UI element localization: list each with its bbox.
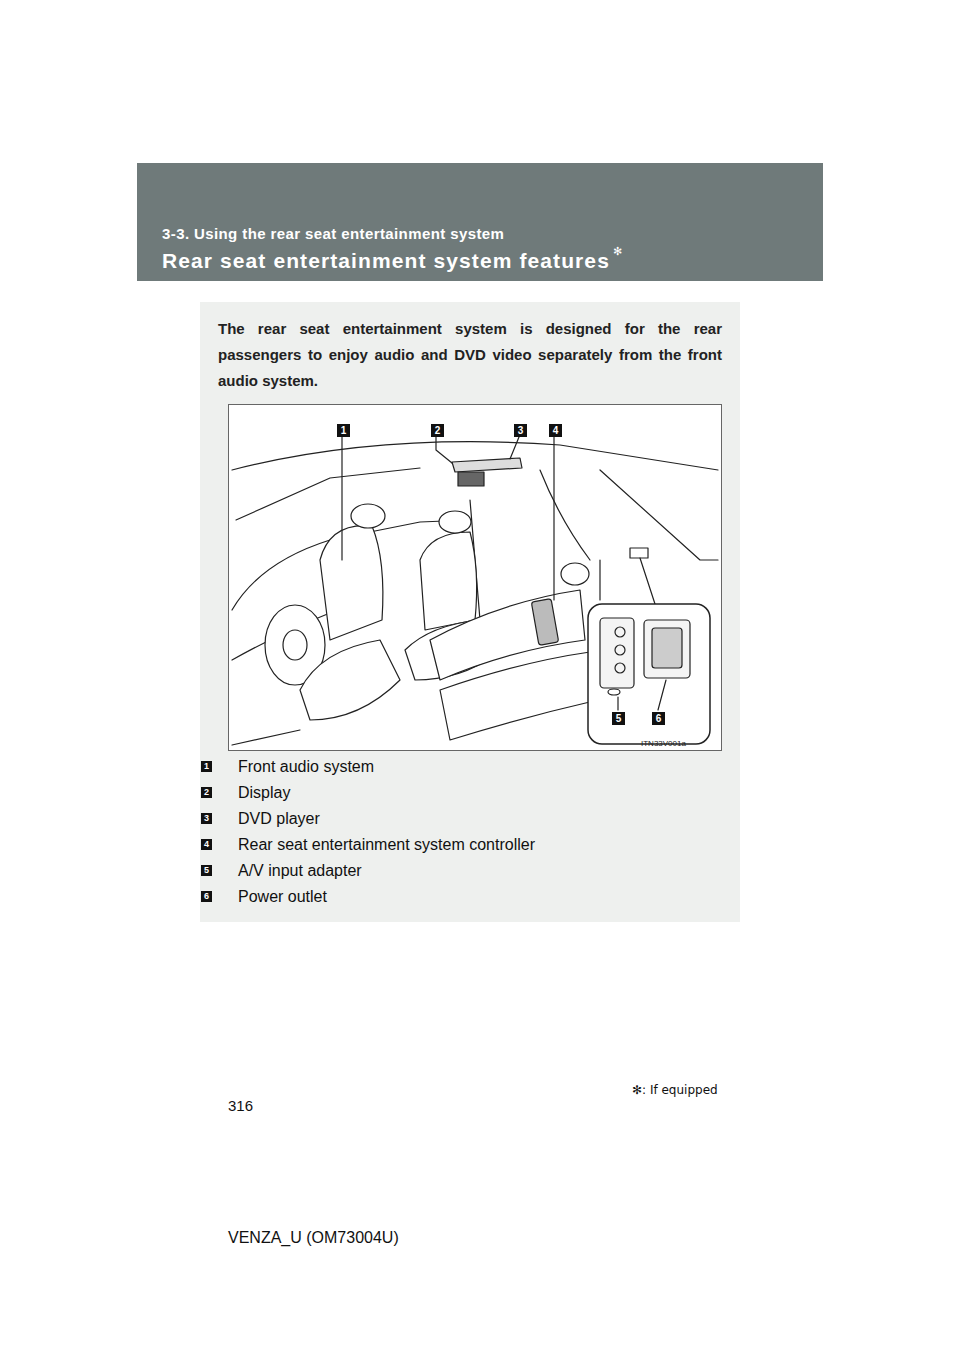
callout-number: 4 — [201, 839, 212, 850]
list-item: 6Power outlet — [201, 891, 212, 902]
list-item: 2Display — [201, 787, 212, 798]
header-band: 3-3. Using the rear seat entertainment s… — [137, 163, 823, 281]
list-item: 5A/V input adapter — [201, 865, 212, 876]
page-title: Rear seat entertainment system features — [162, 249, 610, 273]
footnote-mark: ✻ — [613, 245, 622, 258]
callout-number: 6 — [652, 712, 665, 725]
callout-number: 6 — [201, 891, 212, 902]
section-heading: 3-3. Using the rear seat entertainment s… — [162, 225, 504, 242]
list-item: 1Front audio system — [201, 761, 212, 772]
item-label: Power outlet — [238, 887, 327, 906]
callout-number: 5 — [612, 712, 625, 725]
callout-number: 3 — [514, 424, 527, 437]
callout-number: 1 — [337, 424, 350, 437]
list-item: 3DVD player — [201, 813, 212, 824]
list-item: 4Rear seat entertainment system controll… — [201, 839, 212, 850]
callout-number: 1 — [337, 424, 350, 437]
page-number: 316 — [228, 1097, 253, 1114]
manual-code: VENZA_U (OM73004U) — [228, 1229, 399, 1247]
intro-text: The rear seat entertainment system is de… — [218, 316, 722, 394]
callout-number: 6 — [652, 712, 665, 725]
figure-code: ITN33V001a — [641, 739, 686, 748]
footnote: ✻: If equipped — [632, 1083, 718, 1097]
illustration-frame: 1 2 3 4 5 6ITN33V001a — [228, 404, 722, 751]
callout-number: 3 — [514, 424, 527, 437]
item-label: Front audio system — [238, 757, 374, 776]
callout-number: 2 — [201, 787, 212, 798]
item-label: DVD player — [238, 809, 320, 828]
info-panel: 123456ITN33V001a1Front audio system2Disp… — [200, 302, 740, 922]
callout-number: 5 — [612, 712, 625, 725]
callout-number: 1 — [201, 761, 212, 772]
item-label: A/V input adapter — [238, 861, 362, 880]
callout-number: 2 — [431, 424, 444, 437]
item-label: Rear seat entertainment system controlle… — [238, 835, 535, 854]
callout-number: 2 — [431, 424, 444, 437]
callout-number: 4 — [549, 424, 562, 437]
callout-number: 3 — [201, 813, 212, 824]
item-label: Display — [238, 783, 290, 802]
callout-number: 4 — [549, 424, 562, 437]
callout-number: 5 — [201, 865, 212, 876]
